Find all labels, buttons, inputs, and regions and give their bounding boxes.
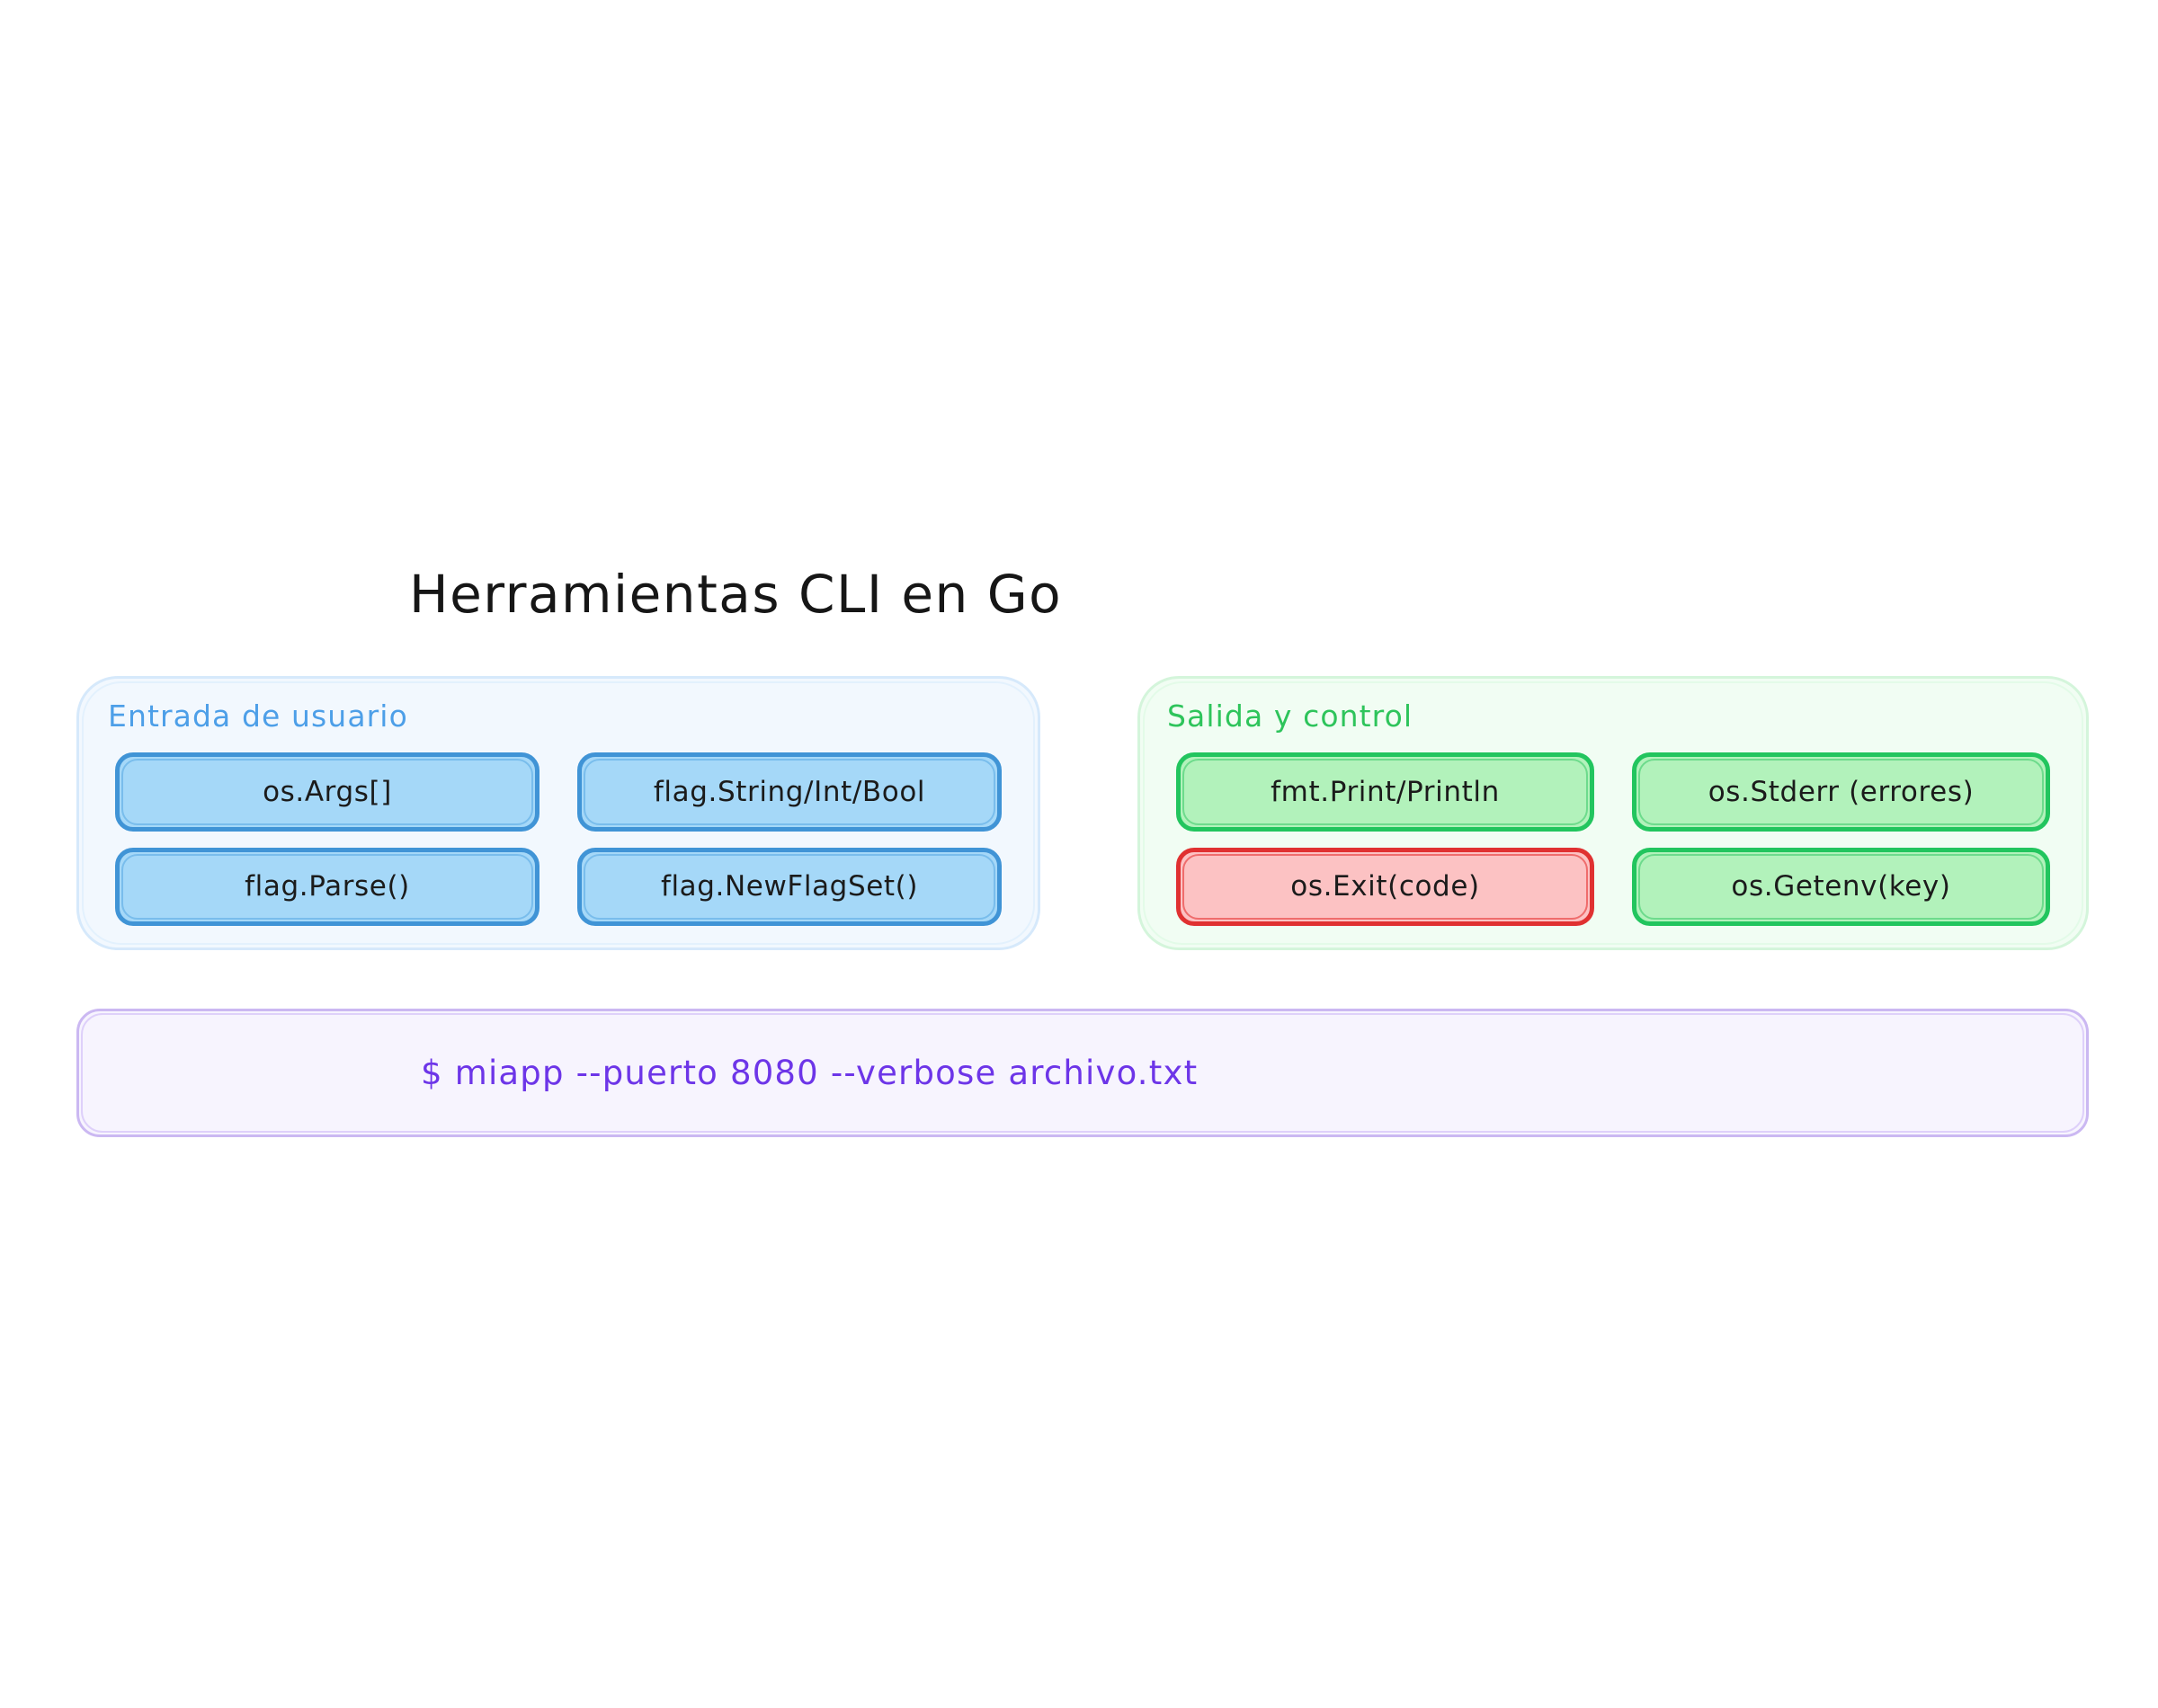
group-label-entrada: Entrada de usuario bbox=[108, 698, 408, 734]
command-example-text: $ miapp --puerto 8080 --verbose archivo.… bbox=[421, 1054, 1199, 1092]
node-flag-string-int-bool[interactable]: flag.String/Int/Bool bbox=[577, 752, 1002, 832]
node-grid-entrada: os.Args[] flag.String/Int/Bool flag.Pars… bbox=[115, 752, 1002, 926]
group-salida-y-control: Salida y control fmt.Print/Println os.St… bbox=[1137, 676, 2089, 950]
node-flag-parse[interactable]: flag.Parse() bbox=[115, 847, 540, 926]
command-example-bar: $ miapp --puerto 8080 --verbose archivo.… bbox=[76, 1009, 2089, 1137]
group-label-salida: Salida y control bbox=[1167, 698, 1413, 734]
node-flag-newflagset[interactable]: flag.NewFlagSet() bbox=[577, 847, 1002, 926]
group-entrada-de-usuario: Entrada de usuario os.Args[] flag.String… bbox=[76, 676, 1040, 950]
page-title: Herramientas CLI en Go bbox=[409, 564, 1063, 625]
node-fmt-print-println[interactable]: fmt.Print/Println bbox=[1176, 752, 1594, 832]
node-os-getenv[interactable]: os.Getenv(key) bbox=[1632, 847, 2050, 926]
node-grid-salida: fmt.Print/Println os.Stderr (errores) os… bbox=[1176, 752, 2050, 926]
node-os-args[interactable]: os.Args[] bbox=[115, 752, 540, 832]
node-os-stderr[interactable]: os.Stderr (errores) bbox=[1632, 752, 2050, 832]
node-os-exit[interactable]: os.Exit(code) bbox=[1176, 847, 1594, 926]
